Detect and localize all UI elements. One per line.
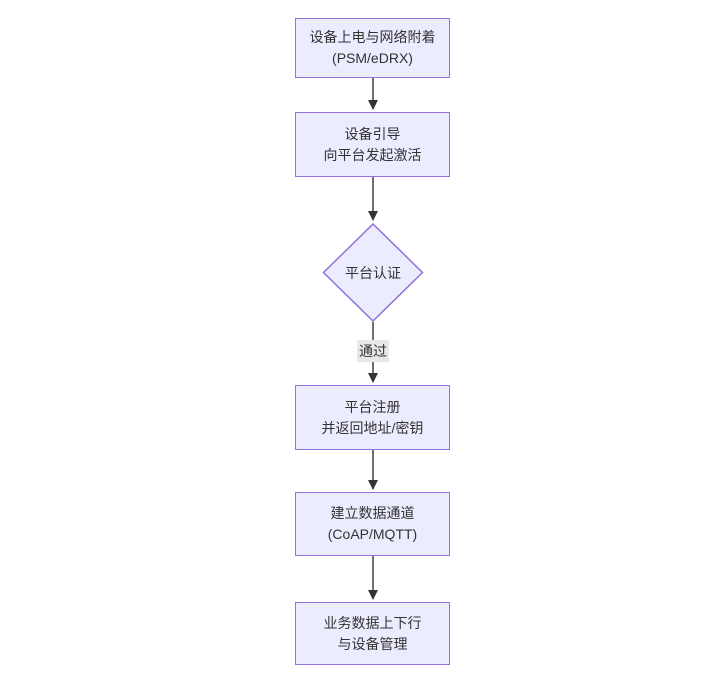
node-label-line: 建立数据通道 — [330, 505, 415, 521]
node-label-line: 业务数据上下行 — [323, 614, 422, 631]
node-label-line: (CoAP/MQTT) — [327, 526, 418, 542]
node-label-line: 平台认证 — [345, 264, 401, 281]
node-label-line: 向平台发起激活 — [323, 146, 422, 163]
node-label-line: 平台注册 — [344, 398, 401, 415]
node-bootstrap: 设备引导 向平台发起激活 — [295, 112, 450, 177]
node-data-channel: 建立数据通道 (CoAP/MQTT) — [295, 492, 450, 556]
node-label-line: 设备引导 — [344, 125, 401, 142]
diamond-shape — [322, 223, 424, 322]
node-power-on: 设备上电与网络附着 (PSM/eDRX) — [295, 18, 450, 78]
node-business: 业务数据上下行 与设备管理 — [295, 602, 450, 665]
node-label-line: 与设备管理 — [337, 635, 408, 652]
node-label-line: (PSM/eDRX) — [332, 50, 413, 66]
node-label-line: 并返回地址/密钥 — [321, 419, 424, 436]
node-label-line: 设备上电与网络附着 — [309, 29, 436, 45]
node-platform-auth: 平台认证 — [322, 223, 424, 322]
node-register: 平台注册 并返回地址/密钥 — [295, 385, 450, 450]
edge-label-pass: 通过 — [357, 340, 389, 362]
